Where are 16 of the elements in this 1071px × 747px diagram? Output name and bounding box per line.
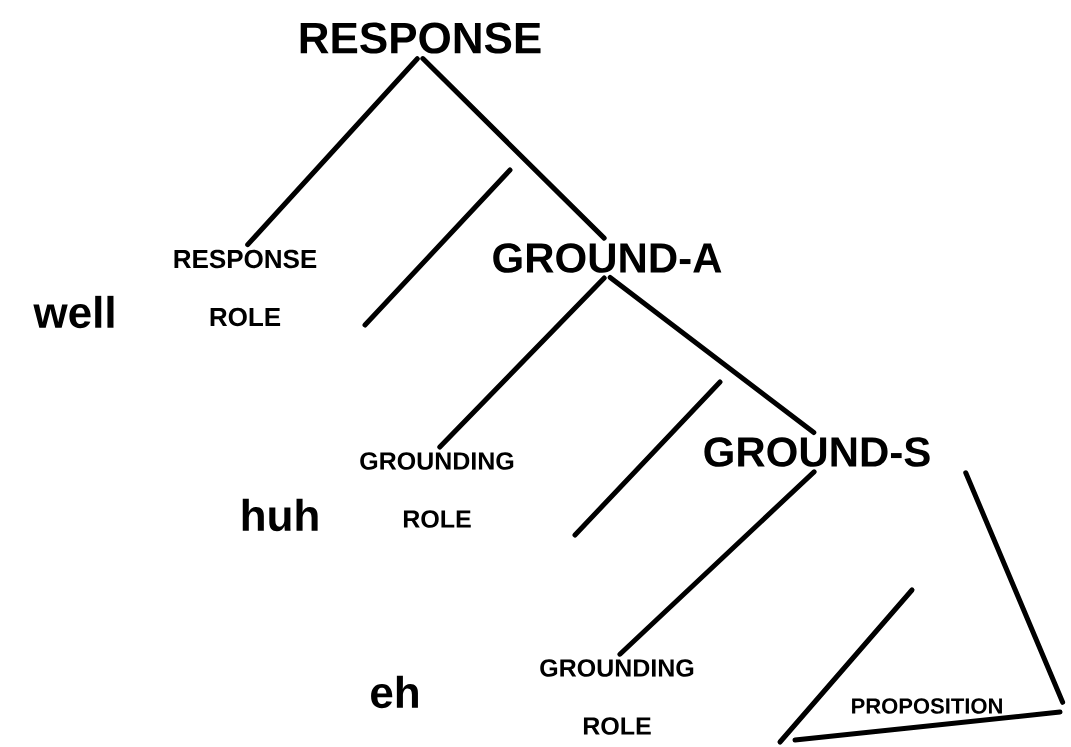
word-label: well	[33, 295, 114, 329]
tree-label: PROPOSITION	[852, 698, 1002, 714]
tree-line	[617, 469, 817, 657]
tree-label: RESPONSE ROLE	[174, 249, 317, 327]
word-label: eh	[371, 675, 418, 709]
tree-line	[607, 275, 817, 435]
tree-label: GROUND-S	[704, 437, 930, 467]
tree-label: GROUNDING ROLE	[540, 659, 694, 735]
tree-label: GROUND-A	[493, 243, 722, 273]
tree-line	[963, 470, 1066, 705]
tree-line	[245, 56, 420, 248]
tree-label: GROUNDING ROLE	[360, 452, 514, 528]
tree-label: RESPONSE	[300, 22, 541, 54]
tree-line	[420, 56, 607, 241]
word-label: huh	[242, 498, 318, 532]
tree-line	[437, 275, 607, 450]
